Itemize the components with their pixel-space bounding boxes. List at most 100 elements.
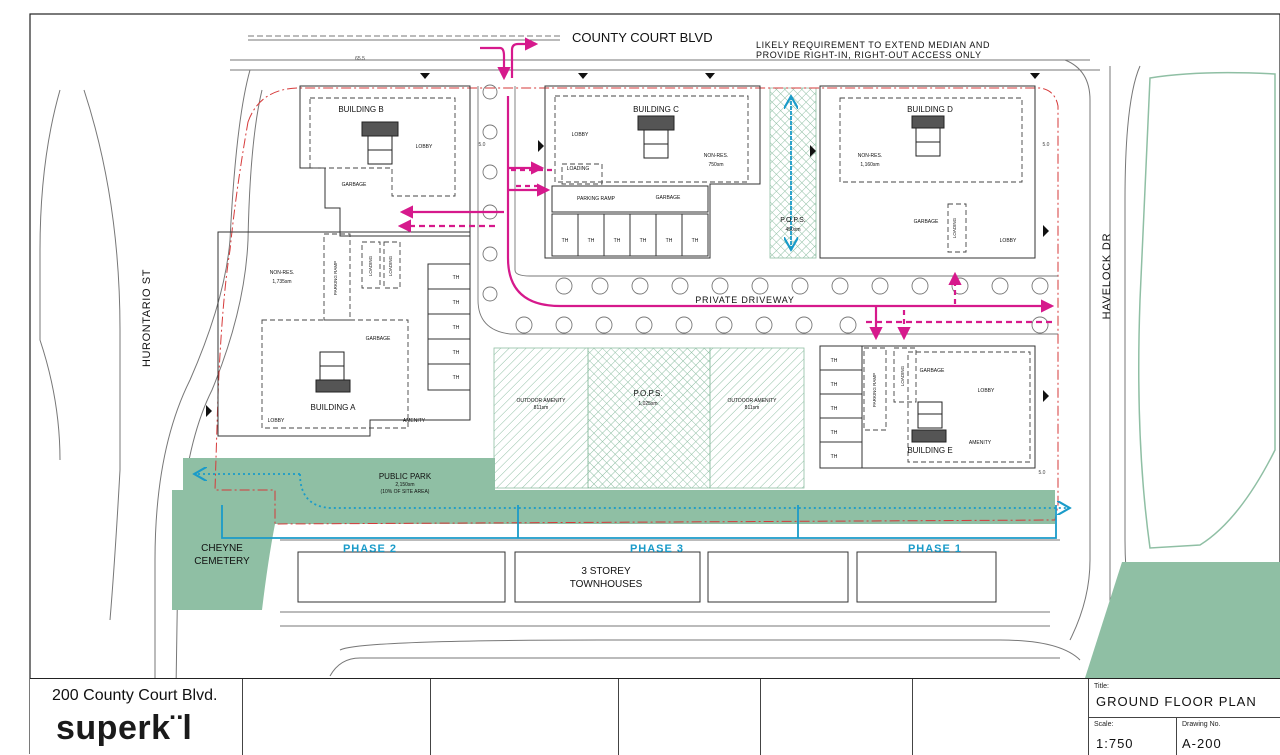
title-label: Title: (1094, 683, 1109, 690)
access-note-line2: PROVIDE RIGHT-IN, RIGHT-OUT ACCESS ONLY (756, 50, 982, 60)
project-name: 200 County Court Blvd. (52, 687, 218, 704)
pedestrian-paths (196, 98, 1068, 539)
title-block-blank-cell (618, 679, 761, 755)
building-c-parking-ramp: PARKING RAMP (577, 196, 616, 202)
dimension-top: 65.5 (355, 56, 365, 62)
th-label: TH (831, 430, 838, 436)
building-a-loading-2: LOADING (388, 255, 393, 276)
building-b-garbage: GARBAGE (342, 182, 367, 188)
th-label: TH (588, 238, 595, 244)
amenity-east-name: OUTDOOR AMENITY (728, 398, 778, 404)
county-court-label: COUNTY COURT BLVD (572, 30, 713, 45)
title-divider (1088, 717, 1280, 718)
building-c-name: BUILDING C (633, 105, 679, 114)
building-outlines (217, 85, 1036, 603)
public-park-note: (10% OF SITE AREA) (381, 489, 430, 495)
scale-value: 1:750 (1096, 736, 1134, 751)
th-label: TH (562, 238, 569, 244)
title-block-blank-cell (242, 679, 431, 755)
building-a-garbage: GARBAGE (366, 336, 391, 342)
private-driveway (477, 86, 1058, 335)
access-note-line1: LIKELY REQUIREMENT TO EXTEND MEDIAN AND (756, 40, 990, 50)
pops-center-area-label: 1,025sm (638, 401, 657, 407)
building-e-loading: LOADING (900, 365, 905, 386)
title-block: 200 County Court Blvd. superk¨l Title: G… (30, 678, 1280, 755)
building-d-loading: LOADING (952, 217, 957, 238)
cemetery-line1: CHEYNE (201, 543, 243, 554)
private-driveway-label: PRIVATE DRIVEWAY (695, 295, 794, 305)
th-label: TH (831, 358, 838, 364)
title-block-blank-cell (430, 679, 619, 755)
th-label: TH (831, 382, 838, 388)
scale-label: Scale: (1094, 721, 1114, 728)
amenity-west-area: 811sm (534, 405, 549, 411)
phase-2-label: PHASE 2 (343, 543, 397, 555)
pops-center-area (587, 347, 711, 489)
drawing-number: A-200 (1182, 736, 1222, 751)
pops-center-name: P.O.P.S. (633, 389, 662, 398)
building-a-area: 1,735sm (272, 279, 291, 285)
drawing-frame (29, 13, 1280, 754)
building-b-lobby: LOBBY (416, 144, 433, 150)
cheyne-cemetery-area (172, 490, 275, 610)
th-label: TH (453, 325, 460, 331)
setback-dimension: 5.0 (479, 142, 486, 148)
th-label: TH (614, 238, 621, 244)
building-c-loading: LOADING (567, 166, 590, 172)
th-label: TH (831, 406, 838, 412)
pops-north-name: P.O.P.S. (780, 217, 805, 224)
building-a-lobby: LOBBY (268, 418, 285, 424)
drawing-title: GROUND FLOOR PLAN (1096, 694, 1257, 709)
th-label: TH (640, 238, 647, 244)
cemetery-line2: CEMETERY (194, 556, 250, 567)
building-e-parking-ramp: PARKING RAMP (872, 373, 877, 407)
townhouses-line2: TOWNHOUSES (570, 579, 643, 590)
building-c-nonres: NON-RES. (704, 153, 728, 159)
title-block-blank-cell (760, 679, 913, 755)
building-a-name: BUILDING A (311, 403, 357, 412)
building-c-lobby: LOBBY (572, 132, 589, 138)
building-dashed-outlines (261, 95, 1031, 463)
outdoor-amenity-west-area (493, 347, 589, 489)
building-c-area: 750sm (708, 162, 723, 168)
building-d-garbage: GARBAGE (914, 219, 939, 225)
setback-dimension: 5.0 (1043, 142, 1050, 148)
entry-markers (206, 73, 1049, 417)
th-label: TH (453, 300, 460, 306)
th-label: TH (453, 375, 460, 381)
th-label: TH (692, 238, 699, 244)
pops-north-area-label: 450sm (785, 227, 800, 233)
th-label: TH (453, 275, 460, 281)
building-b-name: BUILDING B (338, 105, 383, 114)
building-a-amenity: AMENITY (403, 418, 426, 424)
th-label: TH (831, 454, 838, 460)
firm-logo: superk¨l (56, 709, 193, 747)
hurontario-label: HURONTARIO ST (141, 269, 153, 367)
drawing-number-label: Drawing No. (1182, 721, 1221, 728)
phase-1-label: PHASE 1 (908, 543, 962, 555)
havelock-label: HAVELOCK DR (1101, 233, 1113, 320)
building-d-nonres: NON-RES. (858, 153, 882, 159)
title-block-project-cell: 200 County Court Blvd. superk¨l (30, 679, 243, 755)
building-a-parking-ramp: PARKING RAMP (333, 261, 338, 295)
title-block-info-cell: Title: GROUND FLOOR PLAN Scale: 1:750 Dr… (1088, 679, 1280, 755)
context-roads (39, 35, 1141, 754)
building-a-loading-1: LOADING (368, 255, 373, 276)
building-e-amenity: AMENITY (969, 440, 992, 446)
townhouse-blocks (427, 185, 863, 469)
building-cores (315, 115, 947, 443)
building-e-lobby: LOBBY (978, 388, 995, 394)
landscape-area-east (1085, 562, 1280, 678)
building-e-garbage: GARBAGE (920, 368, 945, 374)
landscape-area-northeast (1138, 71, 1276, 549)
outdoor-amenity-east-area (709, 347, 805, 489)
public-park-area-label: 2,150sm (395, 482, 414, 488)
building-c-garbage: GARBAGE (656, 195, 681, 201)
th-label: TH (666, 238, 673, 244)
building-d-name: BUILDING D (907, 105, 953, 114)
phase-3-label: PHASE 3 (630, 543, 684, 555)
amenity-east-area: 811sm (745, 405, 760, 411)
amenity-west-name: OUTDOOR AMENITY (517, 398, 567, 404)
public-park-name: PUBLIC PARK (379, 472, 432, 481)
